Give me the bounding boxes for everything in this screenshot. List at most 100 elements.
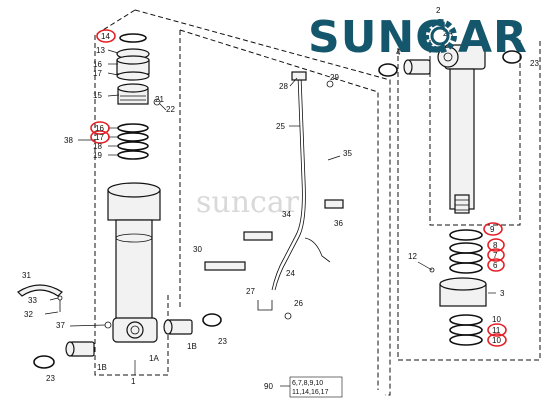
kit-line-1: 6,7,8,9,10	[292, 380, 323, 387]
ring-14	[119, 33, 147, 43]
highlight-8	[487, 238, 505, 252]
bolt-35	[327, 155, 341, 161]
callout-1a: 1A	[149, 354, 159, 363]
clamp-34	[243, 231, 273, 241]
callout-1b-right: 1B	[187, 342, 197, 351]
callout-37: 37	[56, 321, 65, 330]
callout-5: 5	[512, 36, 517, 45]
callout-1b-left: 1B	[97, 363, 107, 372]
kit-boundary	[429, 40, 521, 226]
piston-seal-stack	[429, 229, 487, 346]
ring-7	[449, 252, 483, 264]
kit-box	[289, 376, 343, 398]
clamp-31	[17, 284, 63, 312]
seal-23-right	[202, 313, 222, 327]
hydraulic-tube-25	[204, 71, 344, 320]
ring-17b	[117, 132, 149, 142]
rod-thread	[454, 194, 470, 214]
callout-15: 15	[93, 91, 102, 100]
seal-17	[116, 71, 150, 81]
highlight-10	[487, 333, 507, 347]
seal-9	[449, 229, 483, 241]
callout-8: 8	[493, 241, 498, 250]
callout-90: 90	[264, 382, 273, 391]
rod-eye-bore	[443, 52, 453, 62]
callout-4: 4	[396, 48, 401, 57]
callout-25: 25	[276, 122, 285, 131]
callout-14: 14	[101, 32, 110, 41]
callout-1: 1	[131, 377, 136, 386]
ring-6	[449, 262, 483, 274]
ring-19	[117, 150, 149, 160]
gland-15-top	[117, 83, 149, 93]
brand-logo: SUNC AR	[308, 12, 527, 63]
tube-main-2	[274, 75, 306, 291]
piston-3-top	[439, 277, 487, 291]
callout-19: 19	[93, 151, 102, 160]
bushing-1b-left-face	[65, 341, 75, 357]
barrel-head-top	[107, 182, 161, 198]
callout-38: 38	[64, 136, 73, 145]
callout-labels: 14 13 16 17 15 21 22 38 16 17 18 19 28 2…	[22, 6, 539, 398]
eye-bore-1a	[126, 321, 144, 339]
ring-11	[449, 324, 483, 336]
callout-16b: 16	[95, 124, 104, 133]
eye-bore-inner	[130, 325, 140, 335]
ring-8	[449, 242, 483, 254]
highlight-17	[90, 130, 110, 144]
gear-icon	[423, 19, 457, 53]
callout-35: 35	[343, 149, 352, 158]
callout-28: 28	[279, 82, 288, 91]
callout-7: 7	[493, 251, 498, 260]
bolt-29	[326, 80, 334, 88]
fitting-21	[153, 98, 161, 106]
bracket-30	[204, 261, 246, 271]
tube-branch	[304, 237, 331, 263]
callout-24: 24	[286, 269, 295, 278]
callout-23-left: 23	[46, 374, 55, 383]
rod-shaft	[449, 68, 475, 210]
callout-34: 34	[282, 210, 291, 219]
ring-16b	[117, 123, 149, 133]
callout-21: 21	[155, 95, 164, 104]
callout-22: 22	[166, 105, 175, 114]
callout-31: 31	[22, 271, 31, 280]
wear-ring-16-top	[116, 55, 150, 65]
bolt-33	[57, 295, 63, 301]
callout-23-right: 23	[218, 337, 227, 346]
callout-12: 12	[408, 252, 417, 261]
highlight-16	[90, 121, 110, 135]
callout-11: 11	[492, 326, 501, 335]
callout-29: 29	[330, 73, 339, 82]
highlight-6	[487, 258, 505, 272]
callout-27: 27	[246, 287, 255, 296]
callout-16a: 16	[93, 60, 102, 69]
highlight-11	[487, 323, 507, 337]
callout-13: 13	[96, 46, 105, 55]
seal-23-left	[33, 355, 55, 369]
cylinder-barrel-1	[104, 182, 161, 343]
clamp-body	[17, 284, 63, 297]
piston-rod-2	[378, 44, 522, 214]
callout-9: 9	[490, 225, 495, 234]
left-seal-stack	[116, 33, 161, 160]
callout-18: 18	[93, 142, 102, 151]
bushing-5	[502, 50, 522, 64]
bushing-4-face	[403, 59, 413, 75]
rod-boundary	[397, 40, 541, 361]
callout-6: 6	[493, 261, 498, 270]
washer-26	[284, 312, 292, 320]
highlight-9	[483, 222, 503, 236]
assembly-boundary	[134, 9, 391, 396]
callout-2: 2	[436, 6, 441, 15]
highlight-7	[487, 248, 505, 262]
barrel-ring	[115, 233, 153, 243]
screw-12	[429, 267, 435, 273]
callout-32: 32	[24, 310, 33, 319]
flange-28	[291, 71, 307, 81]
left-boundary	[94, 35, 169, 376]
callout-10b: 10	[492, 336, 501, 345]
bushing-1b-right-face	[163, 319, 173, 335]
